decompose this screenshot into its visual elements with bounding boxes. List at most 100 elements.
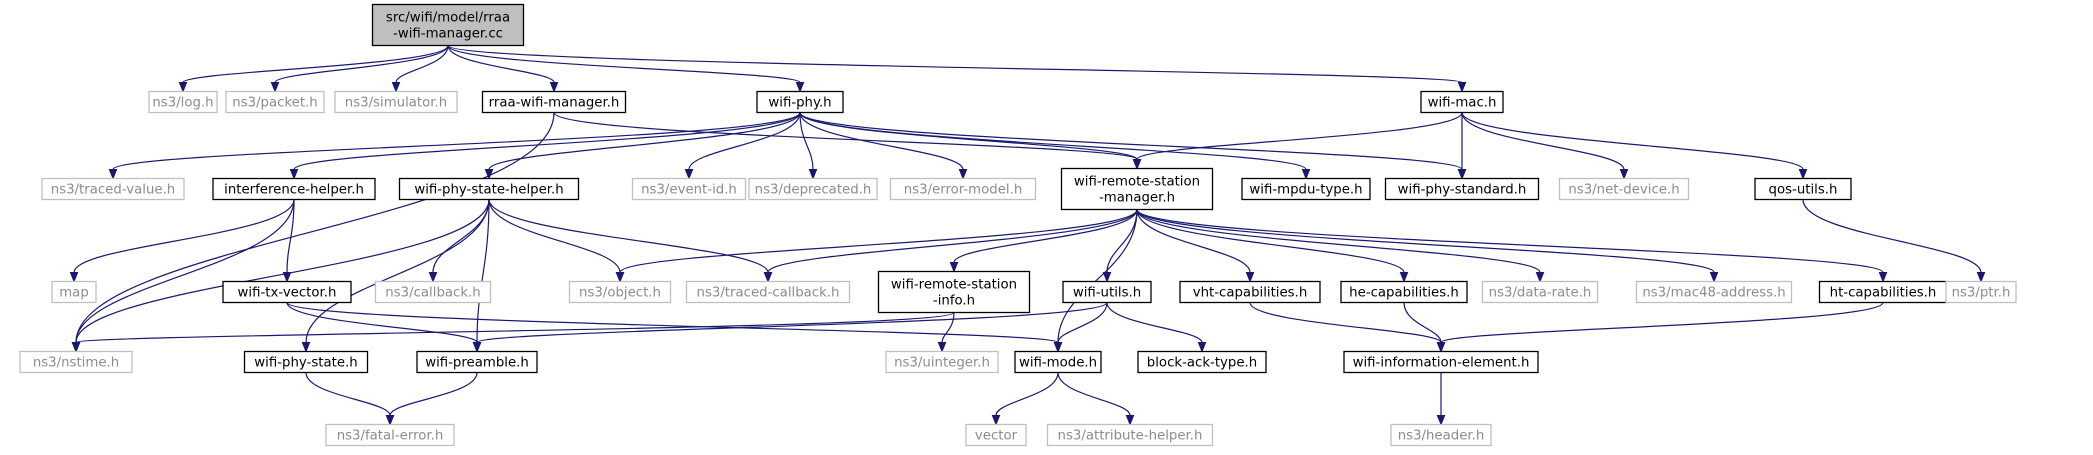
node-wifiphy[interactable]: wifi-phy.h [756,90,844,114]
edge-wrsm-to-vhtcap [1136,209,1255,283]
node-label: ns3/data-rate.h [1489,286,1592,301]
node-packet[interactable]: ns3/packet.h [225,90,325,114]
node-label: ns3/deprecated.h [755,183,872,198]
node-eventid[interactable]: ns3/event-id.h [631,177,747,201]
edge-line [75,112,555,343]
node-label: wifi-mpdu-type.h [1249,183,1362,198]
edge-wifimac-to-wrsm [1132,112,1463,170]
edge-line [1136,112,1463,161]
edge-statehelper-to-callback [428,199,490,283]
edge-arrowhead [795,82,805,93]
edge-wrsinfo-to-uinteger [937,312,955,353]
node-label: wifi-phy.h [768,96,831,111]
edge-arrowhead [1197,342,1207,353]
node-wifiutils[interactable]: wifi-utils.h [1062,280,1152,304]
node-interference[interactable]: interference-helper.h [212,177,376,201]
edge-htcap-to-infoelem [1436,301,1884,353]
node-blockack[interactable]: block-ack-type.h [1137,350,1267,374]
node-vector[interactable]: vector [965,423,1027,447]
edge-line [1440,301,1884,344]
edge-arrowhead [1619,169,1629,180]
edge-line [1461,112,1625,170]
node-physstate[interactable]: wifi-phy-state.h [243,350,369,374]
node-mac48[interactable]: ns3/mac48-address.h [1635,280,1793,304]
node-wrsm[interactable]: wifi-remote-station-manager.h [1060,167,1214,211]
node-errormodel[interactable]: ns3/error-model.h [889,177,1037,201]
edge-arrowhead [615,272,625,283]
node-box [1060,167,1214,211]
edge-line [688,112,801,170]
node-phystandard[interactable]: wifi-phy-standard.h [1384,177,1540,201]
node-label: wifi-remote-station [891,278,1017,293]
edge-arrowhead [391,82,401,93]
node-tracedvalue[interactable]: ns3/traced-value.h [41,177,185,201]
edge-wifiphy-to-statehelper [484,112,801,180]
dependency-edges [69,44,1986,426]
node-statehelper[interactable]: wifi-phy-state-helper.h [398,177,580,201]
edge-arrowhead [1709,272,1719,283]
edge-arrowhead [71,342,81,353]
edge-line [286,302,478,344]
node-fatalerror[interactable]: ns3/fatal-error.h [325,423,455,447]
node-root: src/wifi/model/rraa-wifi-manager.cc [371,3,525,47]
node-callback[interactable]: ns3/callback.h [374,280,492,304]
edge-line [75,199,490,343]
node-box [416,350,538,374]
node-wrsinfo[interactable]: wifi-remote-station-info.h [877,270,1031,314]
edge-line [799,111,1463,171]
edge-line [447,44,801,84]
node-object[interactable]: ns3/object.h [568,280,672,304]
node-wifimode[interactable]: wifi-mode.h [1014,350,1102,374]
node-box [1137,350,1267,374]
node-label: he-capabilities.h [1349,286,1459,301]
node-hecap[interactable]: he-capabilities.h [1340,280,1468,304]
node-simulator[interactable]: ns3/simulator.h [334,90,458,114]
edge-wifimac-to-netdevice [1461,112,1629,180]
node-wifimac[interactable]: wifi-mac.h [1420,90,1504,114]
node-ptr[interactable]: ns3/ptr.h [1945,280,2017,304]
node-header[interactable]: ns3/header.h [1390,423,1492,447]
edge-line [953,209,1138,263]
node-tracedcallback[interactable]: ns3/traced-callback.h [685,280,851,304]
node-vhtcap[interactable]: vht-capabilities.h [1179,280,1321,304]
edge-arrowhead [108,169,118,180]
node-label: wifi-tx-vector.h [238,286,337,301]
node-datarate[interactable]: ns3/data-rate.h [1481,280,1599,304]
node-attrhelper[interactable]: ns3/attribute-helper.h [1046,423,1214,447]
node-uinteger[interactable]: ns3/uinteger.h [885,350,999,374]
node-netdevice[interactable]: ns3/net-device.h [1558,177,1690,201]
node-qosutils[interactable]: qos-utils.h [1754,177,1852,201]
edge-arrowhead [937,342,947,353]
node-deprecated[interactable]: ns3/deprecated.h [748,177,878,201]
node-preamble[interactable]: wifi-preamble.h [416,350,538,374]
edge-line [293,112,801,171]
node-nstime[interactable]: ns3/nstime.h [19,350,133,374]
node-box [889,177,1037,201]
node-box [1340,280,1468,304]
edge-arrowhead [301,342,311,353]
node-box [1635,280,1793,304]
node-box [1046,423,1214,447]
edge-wrsm-to-htcap [1136,208,1888,283]
node-box [41,177,185,201]
edge-arrowhead [1457,169,1467,180]
edge-root-to-log [178,45,449,93]
edge-line [476,301,1108,344]
edge-arrowhead [289,169,299,180]
node-box [225,90,325,114]
edge-statehelper-to-nstime [71,199,490,353]
node-txvector[interactable]: wifi-tx-vector.h [222,280,352,304]
node-box [374,280,492,304]
edge-line [1057,302,1108,343]
node-infoelem[interactable]: wifi-information-element.h [1343,350,1539,374]
edge-arrowhead [270,82,280,93]
node-rraa[interactable]: rraa-wifi-manager.h [481,90,627,114]
node-map[interactable]: map [51,280,97,304]
edge-line [1136,209,1251,273]
node-label: interference-helper.h [224,183,364,198]
node-mpdutype[interactable]: wifi-mpdu-type.h [1241,177,1371,201]
node-log[interactable]: ns3/log.h [148,90,218,114]
edge-wrsm-to-hecap [1136,209,1409,283]
node-htcap[interactable]: ht-capabilities.h [1818,280,1948,304]
edge-wifiphy-to-wrsm [799,112,1142,170]
